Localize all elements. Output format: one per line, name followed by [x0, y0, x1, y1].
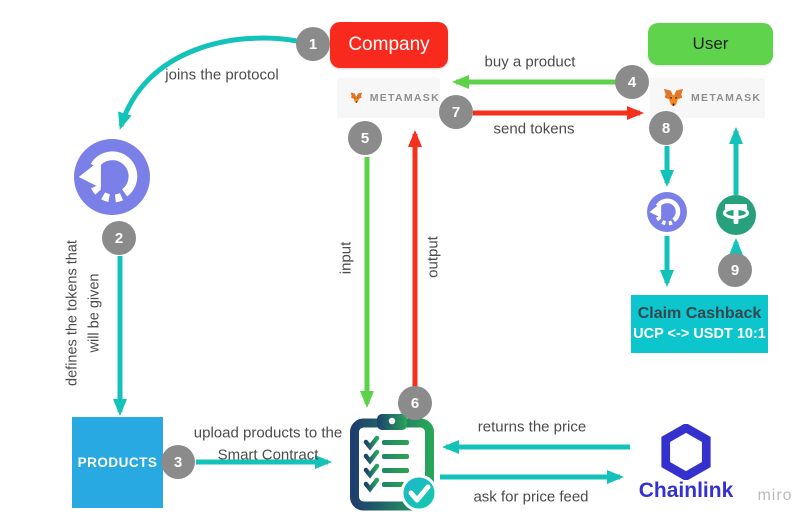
send-tokens-label: send tokens: [493, 120, 575, 138]
user-node[interactable]: User: [648, 23, 773, 65]
joins-protocol-label: joins the protocol: [165, 66, 279, 84]
metamask-fox-icon: [663, 88, 684, 107]
buy-product-label: buy a product: [484, 53, 576, 71]
step-4-badge[interactable]: 4: [615, 65, 649, 99]
step-9-badge[interactable]: 9: [718, 253, 752, 287]
returns-price-label: returns the price: [477, 418, 587, 436]
joins-protocol-arrow: [118, 35, 298, 130]
protocol-swap-icon[interactable]: [74, 139, 150, 220]
miro-watermark: miro: [757, 487, 793, 504]
claim-cashback-title: Claim Cashback: [637, 305, 762, 323]
step-6-badge[interactable]: 6: [398, 386, 432, 420]
step-5-badge[interactable]: 5: [348, 121, 382, 155]
chainlink-hexagon-icon[interactable]: [660, 422, 712, 485]
chainlink-label: Chainlink: [638, 479, 734, 502]
claim-cashback-node[interactable]: Claim Cashback UCP <-> USDT 10:1: [631, 295, 768, 353]
metamask-label: METAMASK: [691, 92, 762, 104]
upload-products-label: upload products to the Smart Contract: [193, 424, 343, 463]
swap-icon[interactable]: [647, 192, 687, 237]
claim-rate-text: UCP <-> USDT 10:1: [633, 325, 766, 342]
step-1-badge[interactable]: 1: [296, 27, 330, 61]
metamask-label: METAMASK: [369, 92, 440, 104]
input-label: input: [337, 241, 355, 275]
step-7-badge[interactable]: 7: [439, 95, 473, 129]
step-8-badge[interactable]: 8: [649, 111, 683, 145]
ask-price-feed-label: ask for price feed: [473, 488, 589, 506]
company-node[interactable]: Company: [330, 22, 448, 68]
metamask-fox-icon: [350, 92, 363, 104]
smart-contract-icon[interactable]: [350, 414, 438, 516]
defines-tokens-label: defines the tokens that will be given: [64, 240, 103, 386]
products-node[interactable]: PRODUCTS: [72, 417, 163, 508]
company-metamask-wallet[interactable]: METAMASK: [337, 78, 440, 118]
output-label: output: [424, 236, 442, 278]
tether-usdt-icon[interactable]: [716, 195, 756, 240]
step-3-badge[interactable]: 3: [161, 445, 195, 479]
step-2-badge[interactable]: 2: [102, 221, 136, 255]
